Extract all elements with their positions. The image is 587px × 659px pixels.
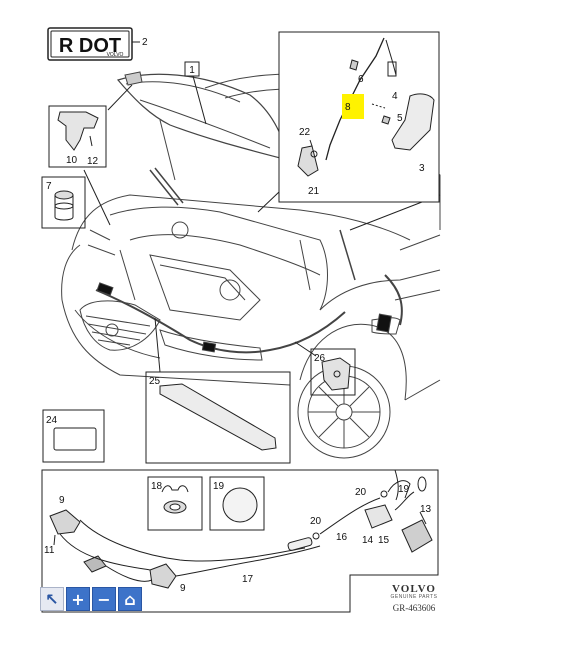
diagram-reference: GR-463606 [392,603,436,613]
callout-20b[interactable]: 20 [355,487,367,498]
callout-4[interactable]: 4 [392,91,398,102]
callout-17[interactable]: 17 [242,574,254,585]
callout-22[interactable]: 22 [299,127,311,138]
callout-21[interactable]: 21 [308,186,320,197]
callout-9a[interactable]: 9 [59,495,65,506]
callout-15[interactable]: 15 [378,535,390,546]
badge-text: R DOT [59,35,121,57]
callout-16[interactable]: 16 [336,532,348,543]
callout-11[interactable]: 11 [44,545,55,556]
highlight-item-8 [342,94,364,119]
callout-12[interactable]: 12 [87,156,99,167]
pointer-icon[interactable]: ↖ [40,587,64,611]
callout-14[interactable]: 14 [362,535,374,546]
callout-8[interactable]: 8 [345,102,351,113]
callout-25[interactable]: 25 [149,376,161,387]
genuine-parts-text: GENUINE PARTS [390,594,438,600]
callout-13[interactable]: 13 [420,504,432,515]
callout-1[interactable]: 1 [189,65,195,76]
diagram-toolbar: ↖ + − ⌂ [40,587,142,611]
callout-6[interactable]: 6 [358,74,364,85]
callout-10[interactable]: 10 [66,155,78,166]
box-24 [42,409,105,463]
zoom-out-icon[interactable]: − [92,587,116,611]
box-25 [145,371,291,464]
car-illustration [61,71,441,459]
callout-20a[interactable]: 20 [310,516,322,527]
callout-2[interactable]: 2 [142,37,148,48]
home-icon[interactable]: ⌂ [118,587,142,611]
callout-24[interactable]: 24 [46,415,58,426]
box-26 [310,348,356,396]
callout-9b[interactable]: 9 [180,583,186,594]
box-7 [41,176,86,229]
box-10-12 [48,105,107,168]
volvo-footer: VOLVO GENUINE PARTS GR-463606 [384,583,444,613]
r-dot-badge [47,27,133,61]
box-cable-system [41,469,439,613]
callout-3[interactable]: 3 [419,163,425,174]
callout-7[interactable]: 7 [46,181,52,192]
callout-19b[interactable]: 19 [398,484,410,495]
volvo-logo: VOLVO [392,583,436,595]
badge-brand: VOLVO [107,52,124,58]
callout-26[interactable]: 26 [314,353,326,364]
callout-5[interactable]: 5 [397,113,403,124]
callout-18[interactable]: 18 [151,481,163,492]
zoom-in-icon[interactable]: + [66,587,90,611]
callout-19a[interactable]: 19 [213,481,225,492]
